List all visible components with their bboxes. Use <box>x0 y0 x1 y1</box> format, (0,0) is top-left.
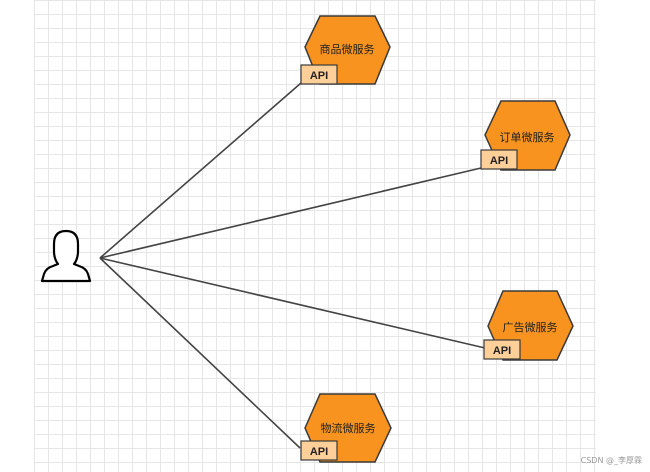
api-box <box>480 149 518 170</box>
service-name-label: 订单微服务 <box>500 130 555 144</box>
api-box <box>300 64 338 85</box>
service-name-label: 物流微服务 <box>321 421 376 435</box>
watermark-text: CSDN @_李厚霖 <box>580 456 642 465</box>
connector-line-ads <box>99 257 486 349</box>
service-node-ads[interactable]: 广告微服务 API <box>483 290 574 361</box>
api-label: API <box>493 345 511 357</box>
api-label: API <box>490 155 508 167</box>
service-node-goods[interactable]: 商品微服务 API <box>300 15 391 85</box>
api-label: API <box>310 446 328 458</box>
service-name-label: 商品微服务 <box>320 42 375 56</box>
service-node-logistics[interactable]: 物流微服务 API <box>300 393 392 463</box>
api-box <box>300 440 338 461</box>
api-box <box>483 339 521 360</box>
service-node-order[interactable]: 订单微服务 API <box>480 100 571 171</box>
user-silhouette-icon <box>40 229 92 283</box>
connectors <box>99 82 486 449</box>
connector-line-logistics <box>99 257 301 449</box>
connector-line-goods <box>99 82 302 259</box>
api-label: API <box>310 70 328 82</box>
connector-line-order <box>99 167 482 259</box>
service-name-label: 广告微服务 <box>503 320 558 334</box>
